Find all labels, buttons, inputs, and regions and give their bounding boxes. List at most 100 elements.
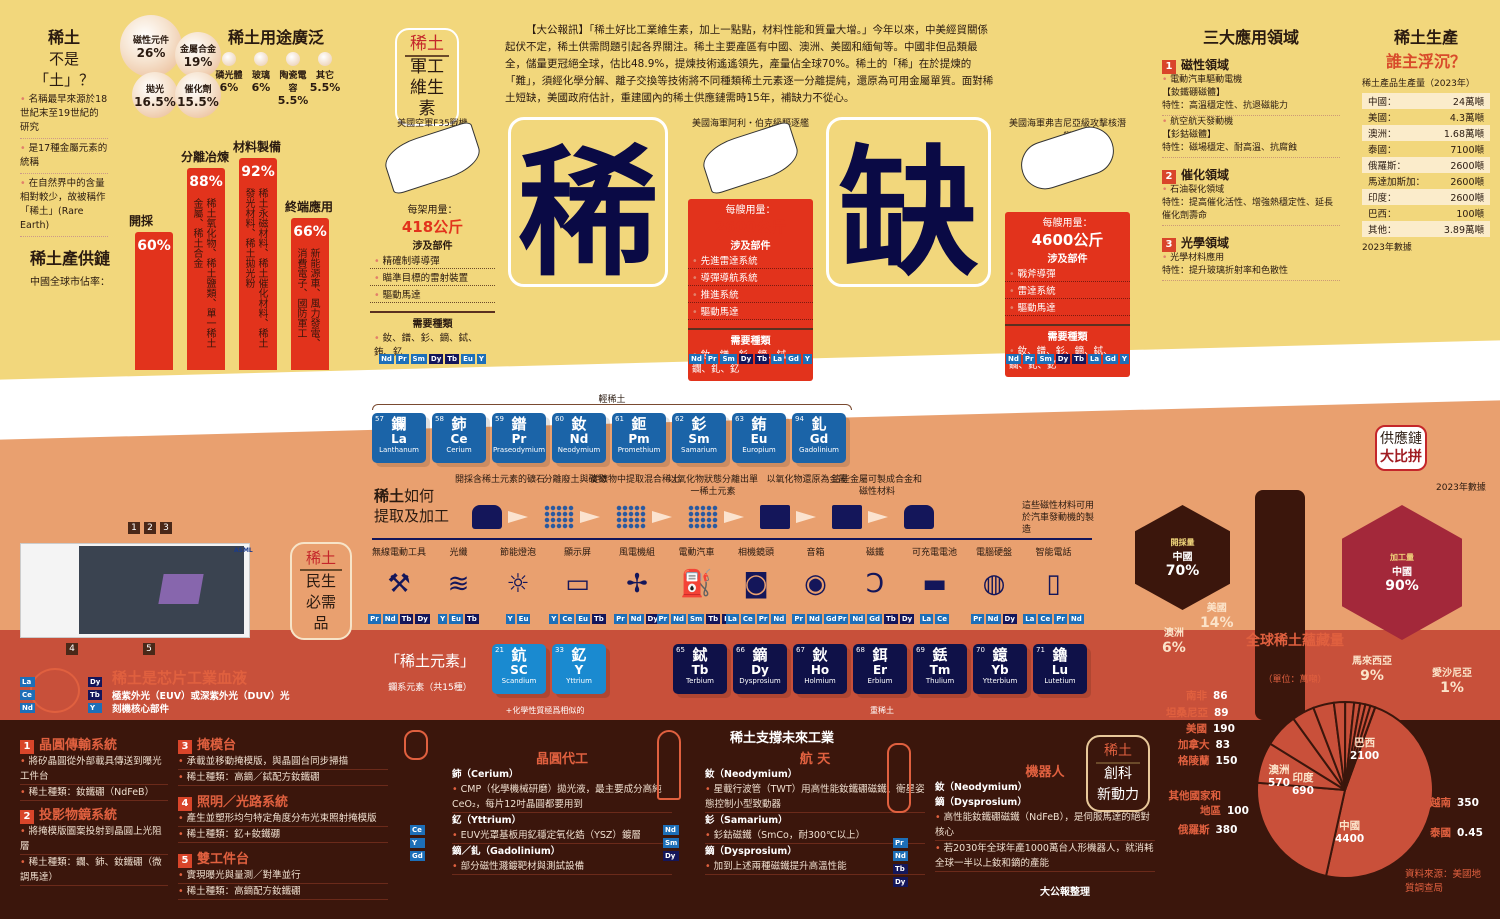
- process-step-caption: 以氧化物狀態分離出單一稀土元素: [668, 475, 759, 497]
- element-tag-la: La: [725, 614, 739, 624]
- element-tag-pr: Pr: [835, 614, 849, 624]
- production-table-title: 稀土產品生產量（2023年）: [1362, 79, 1475, 89]
- usage-value: 16.5%: [134, 94, 176, 109]
- reserve-pie-chart: [1256, 700, 1434, 879]
- excavator-tooth-shape: [1255, 490, 1305, 720]
- element-english-name: Neodymium: [557, 446, 601, 454]
- daily-item-label: 節能燈泡: [499, 548, 536, 558]
- destroyer-part: 驅動馬達: [688, 303, 813, 320]
- element-tag-ce: Ce: [410, 825, 425, 835]
- not-soil-points: 名稱最早來源於18世紀末至19世紀的研究是17種金屬元素的統稱在自然界中的含量相…: [20, 90, 108, 237]
- pie-label-name: 坦桑尼亞: [1166, 707, 1208, 719]
- asml-part-item: 稀土種類：釹鐵硼（NdFeB）: [20, 785, 168, 801]
- element-chinese-name: 釔: [571, 646, 587, 664]
- f35-name: 美國空軍F35戰機: [397, 119, 468, 129]
- mining-truck-icon: [472, 505, 502, 529]
- element-tag-tb: Tb: [706, 614, 721, 624]
- field-item: 光學材料應用: [1162, 252, 1340, 265]
- separated-particles-icon: [688, 505, 718, 529]
- heavy-ree-label: 重稀土: [870, 706, 894, 715]
- reserve-unit: （單位：萬噸）: [1263, 675, 1327, 685]
- pie-label-value: 89: [1214, 707, 1229, 719]
- usage-value: 6%: [219, 81, 239, 94]
- part-number: 3: [178, 740, 192, 754]
- asml-part-item: 稀土種類：高鏑／鋱配方釹鐵硼: [178, 770, 388, 786]
- future-item: 高性能釹鐵硼磁鐵（NdFeB），是伺服馬達的絕對核心: [935, 810, 1155, 841]
- chip-title: 稀土是芯片工業血液: [112, 669, 248, 687]
- element-chinese-name: 鐿: [992, 646, 1008, 664]
- submarine-part: 戰斧導彈: [1005, 265, 1130, 282]
- car-engine-icon: [904, 505, 934, 529]
- daily-item: 電動汽車⛽PrNdSmTbDy: [656, 545, 737, 624]
- asml-part: 3掩模台承載並移動掩模版，與晶圓台同步掃描稀土種類：高鏑／鋱配方釹鐵硼: [178, 738, 388, 786]
- element-tag-tb: Tb: [893, 864, 908, 874]
- bar-label: 開採: [129, 214, 154, 228]
- production-country: 其他：: [1368, 225, 1397, 236]
- process-title-1: 稀土: [374, 487, 405, 505]
- bubble-line-2: 軍工: [410, 57, 444, 77]
- pie-slice-12: [1344, 706, 1377, 791]
- element-symbol: Y: [574, 663, 584, 677]
- future-element: 鏑（Dysprosium）: [935, 797, 1027, 808]
- production-value: 100噸: [1456, 209, 1484, 220]
- element-tag-ce: Ce: [560, 614, 575, 624]
- element-tag-y: Y: [1119, 354, 1129, 364]
- element-symbol: Lu: [1051, 663, 1069, 677]
- bubble-line-2: 大比拼: [1380, 449, 1422, 465]
- element-chinese-name: 鈰: [451, 415, 467, 433]
- element-tag-pr: Pr: [1054, 614, 1067, 624]
- production-value: 2600噸: [1450, 177, 1484, 188]
- military-f35: 美國空軍F35戰機每架用量：418公斤涉及部件精確制導導彈瞄準目標的雷射裝置驅動…: [370, 116, 495, 364]
- production-section: 稀土生產 誰主浮沉？ 稀土產品生產量（2023年） 中國：24萬噸美國：4.3萬…: [1362, 24, 1490, 253]
- share-value: 9%: [1360, 668, 1384, 684]
- element-tag-pr: Pr: [971, 614, 984, 624]
- production-value: 2600噸: [1450, 161, 1484, 172]
- production-row: 其他：3.89萬噸: [1362, 221, 1490, 237]
- element-chinese-name: 銩: [932, 646, 948, 664]
- submarine-types-label: 需要種類: [1005, 324, 1130, 343]
- element-tag-gd: Gd: [1103, 354, 1118, 364]
- daily-item-label: 音箱: [806, 548, 825, 558]
- element-tag-sm: Sm: [687, 614, 705, 624]
- future-title: 稀土支撐未來工業: [730, 731, 835, 746]
- atomic-number: 61: [615, 415, 624, 423]
- supply-chain-bar: 92%稀土永磁材料、稀土催化材料、稀土發光材料、稀土拋光粉: [239, 158, 277, 370]
- asml-part: 4照明／光路系統產生並塑形均勻特定角度分布光束照射掩模版稀土種類：釔+釹鐵硼: [178, 795, 388, 843]
- callout-number-5: 5: [143, 643, 155, 655]
- future-item: CMP（化學機械研磨）拋光液，最主要成分高純CeO₂，每片12吋晶圓都要用到: [452, 782, 672, 813]
- daily-item-label: 可充電電池: [911, 548, 957, 558]
- part-number: 5: [178, 854, 192, 868]
- element-symbol: Gd: [809, 432, 829, 446]
- pie-label-value: 100: [1227, 805, 1249, 817]
- bar-value: 66%: [293, 224, 327, 241]
- usage-label: 磁性元件: [132, 35, 169, 46]
- production-row: 俄羅斯：2600噸: [1362, 157, 1490, 173]
- atomic-number: 68: [856, 646, 865, 654]
- element-tag-y: Y: [410, 838, 425, 848]
- element-symbol: Nd: [569, 432, 589, 446]
- light-path: [158, 574, 204, 604]
- f35-details-box: 每架用量：418公斤涉及部件精確制導導彈瞄準目標的雷射裝置驅動馬達需要種類釹、鐠…: [370, 199, 495, 364]
- asml-part-item: 稀土種類：鑭、鈰、釹鐵硼（微調馬達）: [20, 855, 168, 886]
- bar-label: 材料製備: [233, 140, 282, 155]
- element-english-name: Gadolinium: [799, 446, 839, 454]
- usage-label: 催化劑: [184, 84, 212, 95]
- chip-circuit-icon: [404, 730, 428, 760]
- element-symbol: Ho: [810, 663, 830, 677]
- pie-label-value: 86: [1213, 690, 1228, 702]
- process-title-3: 提取及加工: [374, 507, 450, 525]
- destroyer-part: 推進系統: [688, 286, 813, 303]
